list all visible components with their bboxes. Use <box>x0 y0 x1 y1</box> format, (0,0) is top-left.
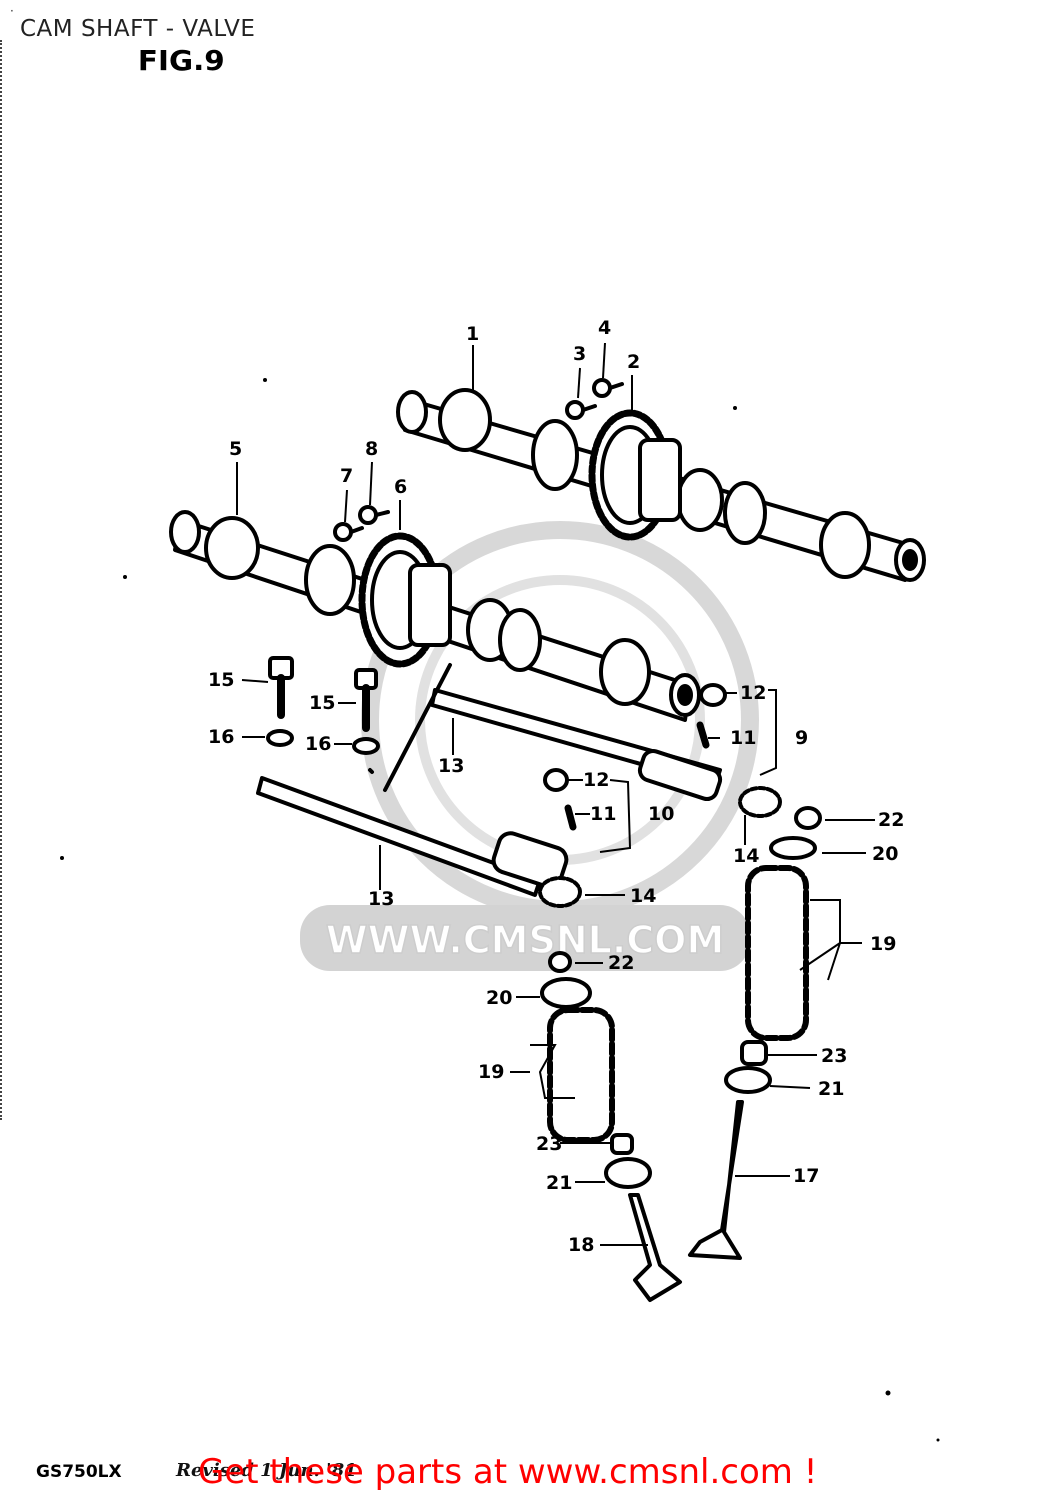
callout-13-b: 13 <box>368 888 394 910</box>
figure-number: FIG.9 <box>137 44 225 77</box>
callout-3: 3 <box>573 343 586 365</box>
page-title: CAM SHAFT - VALVE <box>20 16 256 42</box>
callout-8: 8 <box>365 438 378 460</box>
footer-revised: Revised 1 Jun. '81 <box>176 1460 357 1481</box>
callout-labels: 1 2 3 4 5 6 7 8 9 10 11 11 12 12 13 13 1… <box>208 317 904 1256</box>
callout-13-a: 13 <box>438 755 464 777</box>
callout-22-b: 22 <box>608 952 634 974</box>
callout-23-a: 23 <box>821 1045 847 1067</box>
sprocket-lower <box>358 532 452 668</box>
sprocket-bolts <box>333 378 624 542</box>
callout-14-b: 14 <box>630 885 656 907</box>
scan-edge-dots <box>0 40 5 1120</box>
callout-16-a: 16 <box>208 726 234 748</box>
callout-10: 10 <box>648 803 674 825</box>
callout-16-b: 16 <box>305 733 331 755</box>
callout-21-a: 21 <box>818 1078 844 1100</box>
callout-21-b: 21 <box>546 1172 572 1194</box>
callout-23-b: 23 <box>536 1133 562 1155</box>
callout-19-a: 19 <box>870 933 896 955</box>
callout-6: 6 <box>394 476 407 498</box>
callout-7: 7 <box>340 465 353 487</box>
callout-15-b: 15 <box>309 692 335 714</box>
callout-15-a: 15 <box>208 669 234 691</box>
callout-20-a: 20 <box>872 843 898 865</box>
watermark-text: WWW.CMSNL.COM <box>326 918 725 962</box>
callout-18: 18 <box>568 1234 594 1256</box>
rocker-arms <box>491 683 727 889</box>
callout-5: 5 <box>229 438 242 460</box>
callout-9: 9 <box>795 727 808 749</box>
callout-4: 4 <box>598 317 611 339</box>
callout-11-b: 11 <box>590 803 616 825</box>
callout-19-b: 19 <box>478 1061 504 1083</box>
scan-specks <box>60 378 940 1442</box>
callout-12-a: 12 <box>740 682 766 704</box>
callout-12-b: 12 <box>583 769 609 791</box>
callout-22-a: 22 <box>878 809 904 831</box>
corner-mark: · <box>10 4 14 18</box>
callout-11-a: 11 <box>730 727 756 749</box>
holder-bolts <box>266 656 380 755</box>
shop-banner-link[interactable]: Get these parts at www.cmsnl.com ! <box>198 1452 818 1492</box>
callout-2: 2 <box>627 351 640 373</box>
callout-1: 1 <box>466 323 479 345</box>
watermark-logo: WWW.CMSNL.COM <box>300 521 759 971</box>
valve-assembly-right <box>688 806 822 1260</box>
callout-14-a: 14 <box>733 845 759 867</box>
callout-17: 17 <box>793 1165 819 1187</box>
footer-model: GS750LX <box>36 1462 122 1482</box>
callout-20-b: 20 <box>486 987 512 1009</box>
leader-lines <box>236 342 875 1246</box>
rocker-springs <box>538 786 782 908</box>
sprocket-upper <box>588 409 682 541</box>
valve-assembly-left <box>540 951 682 1302</box>
